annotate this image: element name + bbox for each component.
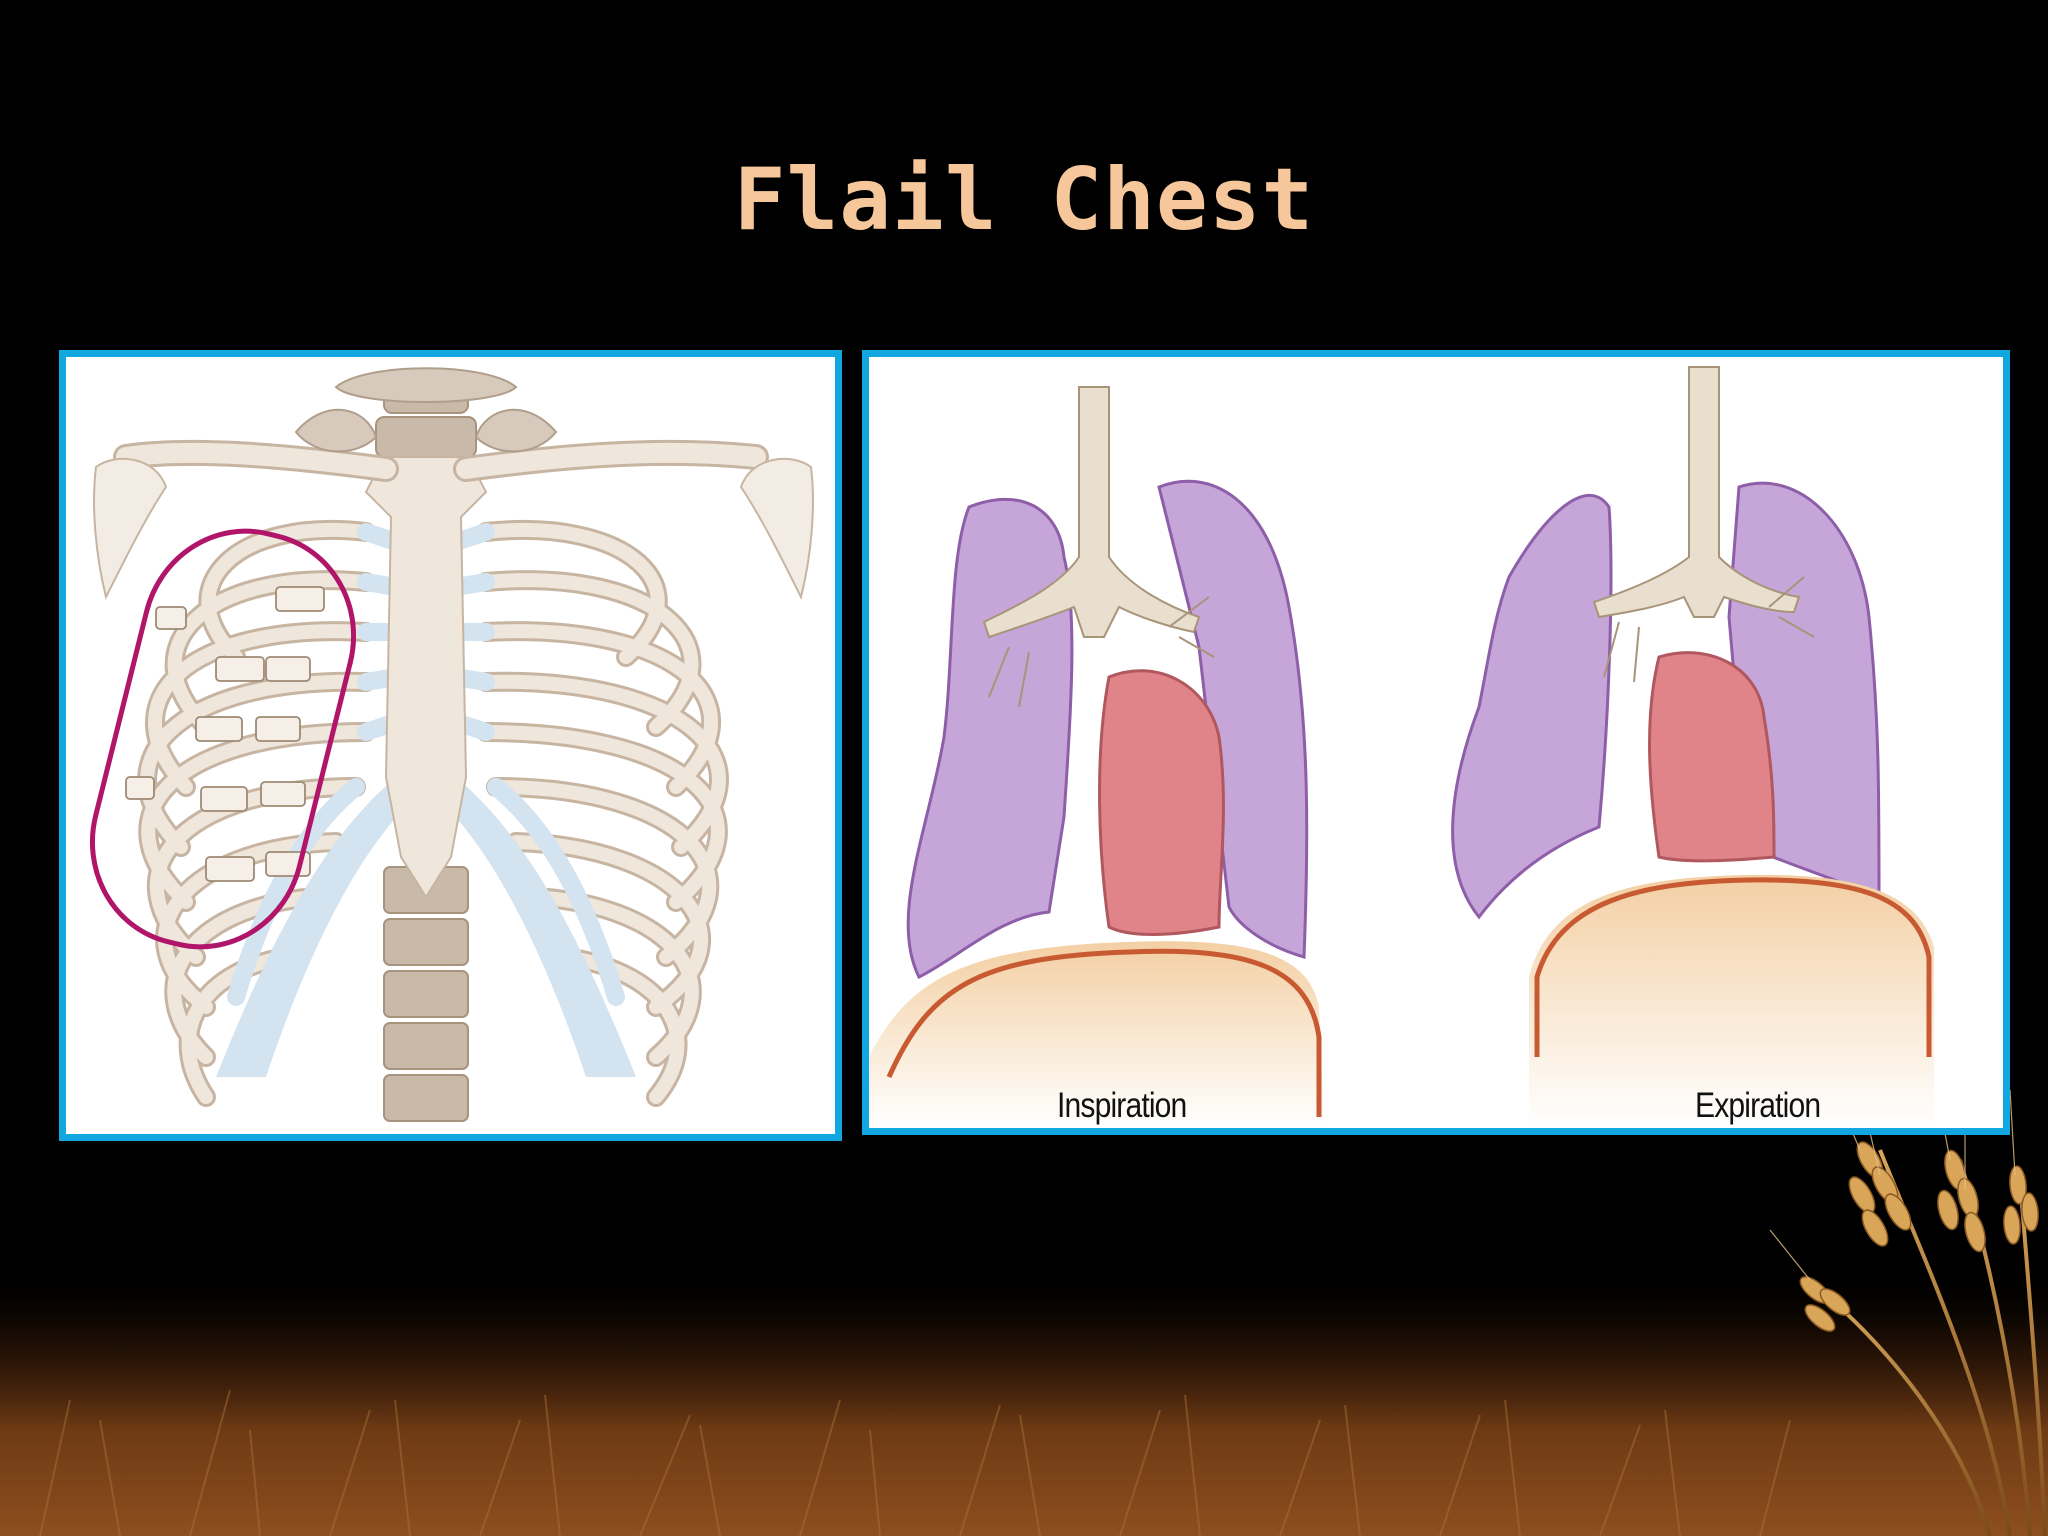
ribcage-panel xyxy=(59,350,842,1141)
lungs-panel: Inspiration Expiration xyxy=(862,350,2010,1135)
expiration-drawing xyxy=(1451,366,1934,1128)
ribcage-flail-segment-icon xyxy=(89,367,814,1122)
lungs-paradoxical-motion-icon xyxy=(869,366,1934,1128)
inspiration-drawing xyxy=(869,386,1324,1128)
slide-title: Flail Chest xyxy=(733,150,1315,250)
inspiration-label: Inspiration xyxy=(1057,1086,1187,1125)
expiration-label: Expiration xyxy=(1695,1086,1821,1125)
